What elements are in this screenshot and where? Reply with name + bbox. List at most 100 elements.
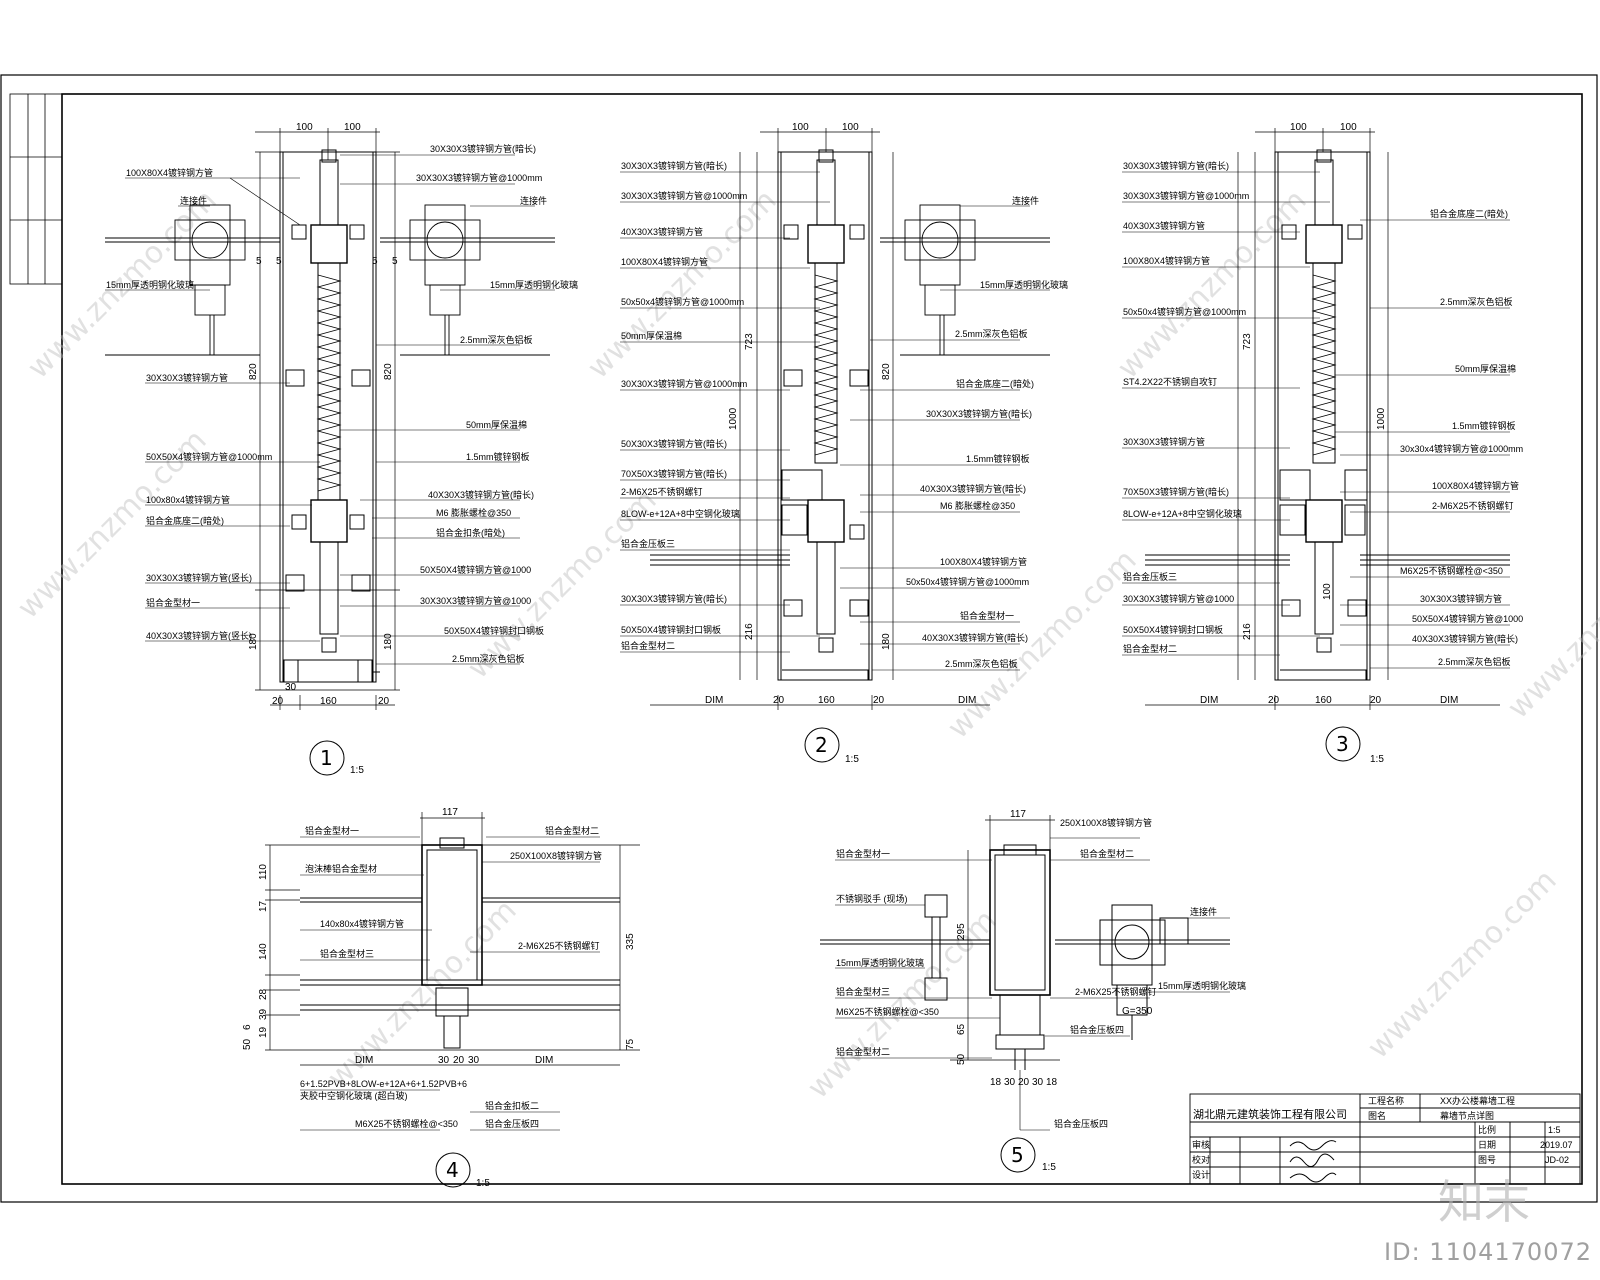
d1-detail-number: 1	[320, 746, 333, 770]
d5-dim-v3: 50	[956, 1053, 967, 1065]
title-block-cell-1: 校对	[1192, 1154, 1210, 1165]
d3-dim-h4: 100	[1322, 583, 1333, 600]
d3-label-left-10: 30X30X3镀锌钢方管@1000	[1123, 593, 1234, 604]
d1-label-right-7: 40X30X3镀锌钢方管(暗长)	[428, 489, 534, 500]
d4-bottom-note-2: M6X25不锈钢螺栓@<350	[355, 1118, 458, 1129]
d4-dim-total: 335	[625, 933, 636, 950]
d1-dim-s5d: 5	[392, 256, 398, 267]
title-block-cell-5: 图号	[1478, 1155, 1496, 1165]
d3-label-left-8: 8LOW-e+12A+8中空钢化玻璃	[1123, 508, 1242, 519]
title-block-row1-right: XX办公楼幕墙工程	[1440, 1095, 1515, 1106]
svg-text:www.znzmo.com: www.znzmo.com	[801, 903, 1004, 1106]
d1-label-right-4: 2.5mm深灰色铝板	[460, 334, 533, 345]
d4-label-right-0: 铝合金型材二	[545, 825, 599, 836]
d3-label-right-3: 1.5mm镀锌钢板	[1452, 420, 1516, 431]
detail-5: 117 295 65 50 18 30 20 30 18 G=350	[820, 809, 1246, 1173]
d5-label-right-0: 250X100X8镀锌钢方管	[1060, 817, 1152, 828]
d2-label-left-9: 2-M6X25不锈钢螺钉	[621, 486, 703, 497]
d3-label-right-7: M6X25不锈钢螺栓@<350	[1400, 565, 1503, 576]
d4-label-left-1: 泡沫棒铝合金型材	[305, 863, 377, 874]
d2-dim-h4: 216	[744, 623, 755, 640]
d1-label-left-3: 30X30X3镀锌钢方管	[146, 372, 228, 383]
d5-label-right-5: 铝合金压板四	[1070, 1024, 1124, 1035]
d2-dim-dim2: DIM	[958, 695, 976, 706]
d4-detail-number: 4	[446, 1158, 459, 1182]
d2-dim-b-d: 20	[873, 695, 885, 706]
d5-label-right-2: 连接件	[1190, 906, 1217, 917]
d3-label-right-4: 30x30x4镀锌钢方管@1000mm	[1400, 443, 1523, 454]
d2-scale: 1:5	[845, 754, 859, 765]
outer-border	[0, 74, 1598, 1203]
d2-label-right-11: 40X30X3镀锌钢方管(暗长)	[922, 632, 1028, 643]
d1-label-right-1: 30X30X3镀锌钢方管@1000mm	[416, 172, 542, 183]
d3-dim-b-c: 160	[1315, 695, 1332, 706]
d2-label-right-10: 铝合金型材一	[960, 610, 1014, 621]
d3-label-right-5: 100X80X4镀锌钢方管	[1432, 480, 1519, 491]
svg-text:www.znzmo.com: www.znzmo.com	[1501, 523, 1600, 726]
d5-dim-b3: 20	[1018, 1077, 1030, 1088]
d5-label-left-0: 铝合金型材一	[836, 848, 890, 859]
d1-dim-b-a: 20	[272, 696, 284, 707]
d3-dim-dim2: DIM	[1440, 695, 1458, 706]
d4-label-right-1: 250X100X8镀锌钢方管	[510, 850, 602, 861]
d5-dim-v2: 65	[956, 1023, 967, 1035]
d2-label-left-3: 100X80X4镀锌钢方管	[621, 256, 708, 267]
detail-2: 100 100 723 1000 820 216 180 DIM 20 160 …	[620, 122, 1068, 765]
title-block-row1-left: 工程名称	[1368, 1095, 1404, 1106]
d3-dim-b-d: 20	[1370, 695, 1382, 706]
d4-dim-v3: 140	[258, 943, 269, 960]
d2-label-right-9: 50x50x4镀锌钢方管@1000mm	[906, 576, 1029, 587]
d2-label-left-7: 50X30X3镀锌钢方管(暗长)	[621, 438, 727, 449]
d2-label-right-8: 100X80X4镀锌钢方管	[940, 556, 1027, 567]
d2-label-right-2: 2.5mm深灰色铝板	[955, 328, 1028, 339]
signature-marks	[1289, 1140, 1337, 1183]
d3-label-left-3: 100X80X4镀锌钢方管	[1123, 255, 1210, 266]
d2-label-right-5: 1.5mm镀锌钢板	[966, 453, 1030, 464]
d2-label-left-0: 30X30X3镀锌钢方管(暗长)	[621, 160, 727, 171]
title-block-cell-0: 审核	[1192, 1139, 1210, 1150]
d1-dim-top-b: 100	[344, 122, 361, 133]
d2-label-left-5: 50mm厚保温棉	[621, 330, 682, 341]
d5-dim-v1: 295	[956, 923, 967, 940]
title-block	[1189, 1093, 1581, 1185]
d2-dim-top-a: 100	[792, 122, 809, 133]
detail-4: 117 110 17 140 28 39 6 19 50 335 75 DIM …	[242, 807, 640, 1189]
d2-detail-number: 2	[815, 733, 828, 757]
d4-label-left-2: 140x80x4镀锌钢方管	[320, 918, 404, 929]
d3-dim-top-b: 100	[1340, 122, 1357, 133]
d3-scale: 1:5	[1370, 754, 1384, 765]
d3-label-right-8: 30X30X3镀锌钢方管	[1420, 593, 1502, 604]
d3-dim-top-a: 100	[1290, 122, 1307, 133]
d1-label-left-4: 50X50X4镀锌钢方管@1000mm	[146, 451, 272, 462]
d5-dim-top: 117	[1010, 809, 1026, 820]
d2-label-left-4: 50x50x4镀锌钢方管@1000mm	[621, 296, 744, 307]
d5-detail-bubble	[1000, 1137, 1036, 1173]
d4-dim-b-c: 30	[468, 1055, 480, 1066]
d1-dim-h1: 820	[248, 363, 259, 380]
d4-dim-b-a: 30	[438, 1055, 450, 1066]
d1-label-right-10: 50X50X4镀锌钢方管@1000	[420, 564, 531, 575]
d3-label-right-1: 2.5mm深灰色铝板	[1440, 296, 1513, 307]
d1-label-left-6: 铝合金底座二(暗处)	[146, 515, 224, 526]
svg-text:www.znzmo.com: www.znzmo.com	[1361, 863, 1564, 1066]
d1-dim-top-a: 100	[296, 122, 313, 133]
d4-detail-bubble	[435, 1152, 471, 1188]
d4-dim-v6: 6	[242, 1024, 253, 1030]
d3-label-left-11: 50X50X4镀锌钢封口钢板	[1123, 624, 1223, 635]
d4-dim-v2: 17	[258, 900, 269, 912]
d3-label-right-6: 2-M6X25不锈钢螺钉	[1432, 500, 1514, 511]
d4-dim-v5: 39	[258, 1008, 269, 1020]
d5-dim-b4: 30	[1032, 1077, 1044, 1088]
d2-dim-b-a: 20	[773, 695, 785, 706]
d3-label-right-0: 铝合金底座二(暗处)	[1430, 208, 1508, 219]
d1-label-right-9: 铝合金扣条(暗处)	[436, 527, 505, 538]
title-block-cell-4: 日期	[1478, 1140, 1496, 1150]
d5-label-left-3: 铝合金型材三	[836, 986, 890, 997]
d3-label-left-7: 70X50X3镀锌钢方管(暗长)	[1123, 486, 1229, 497]
d2-dim-h5: 180	[881, 633, 892, 650]
d1-label-left-0: 100X80X4镀锌钢方管	[126, 167, 213, 178]
d4-dim-v8: 50	[242, 1038, 253, 1050]
d3-label-right-10: 40X30X3镀锌钢方管(暗长)	[1412, 633, 1518, 644]
d5-label-right-1: 铝合金型材二	[1080, 848, 1134, 859]
d4-bottom-note-0: 6+1.52PVB+8LOW-e+12A+6+1.52PVB+6	[300, 1079, 467, 1089]
